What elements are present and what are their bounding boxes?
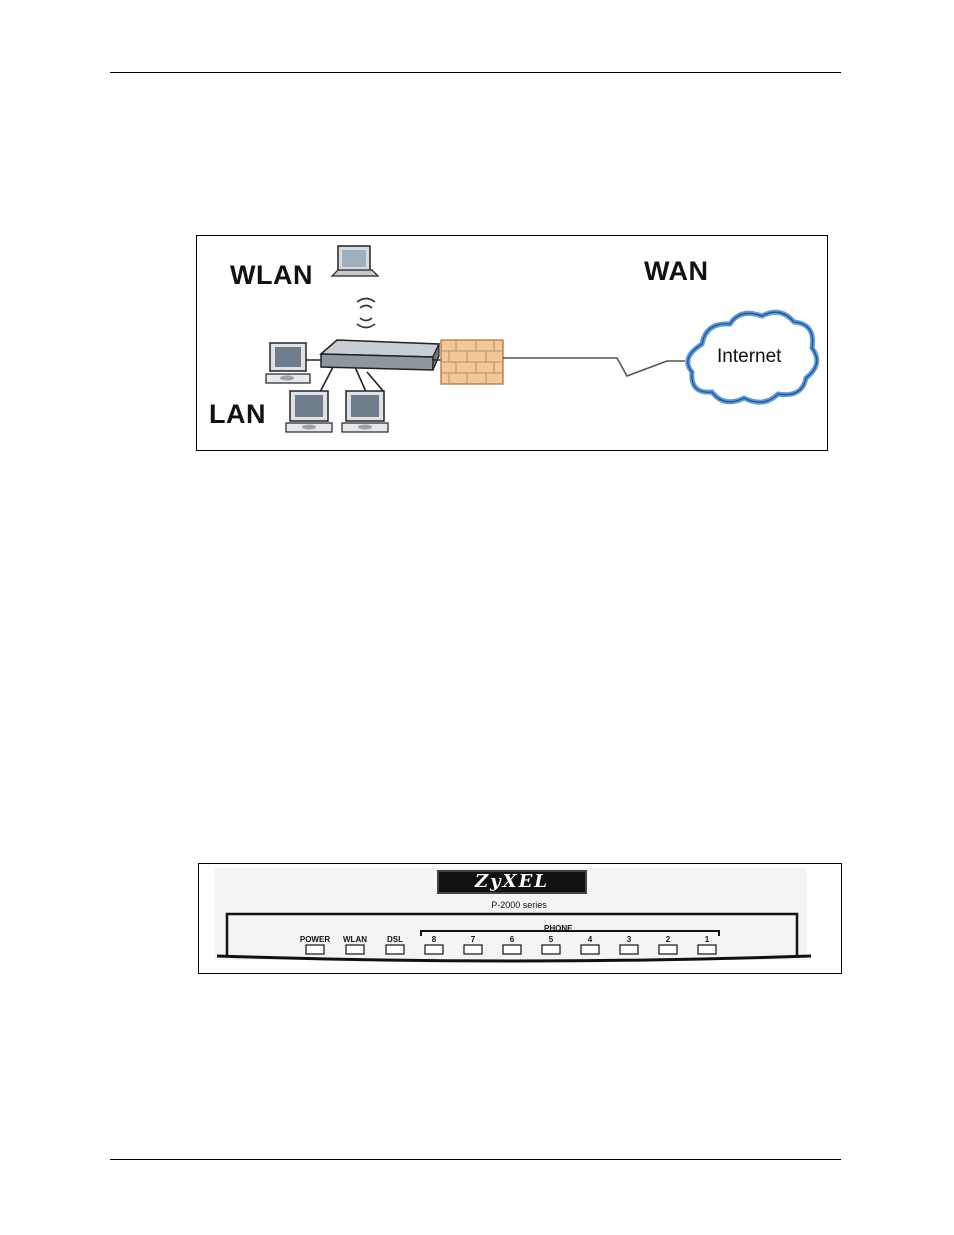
lan-label: LAN: [209, 399, 266, 430]
led-dsl: [386, 945, 404, 954]
wireless-signal-icon: [357, 299, 375, 328]
wan-label: WAN: [644, 256, 709, 287]
wan-link: [503, 358, 685, 376]
model-series-label: P-2000 series: [469, 900, 569, 910]
led-label-6: 6: [490, 935, 534, 944]
led-5: [542, 945, 560, 954]
router-icon: [321, 340, 439, 370]
led-label-3: 3: [607, 935, 651, 944]
zyxel-logo: ZyXEL: [437, 870, 587, 894]
led-2: [659, 945, 677, 954]
led-label-power: POWER: [293, 935, 337, 944]
led-label-4: 4: [568, 935, 612, 944]
laptop-icon: [332, 246, 378, 276]
led-label-1: 1: [685, 935, 729, 944]
firewall-icon: [441, 340, 503, 384]
footer-rule: [110, 1159, 841, 1160]
desktop-pc-icon: [342, 391, 388, 432]
led-label-2: 2: [646, 935, 690, 944]
led-label-8: 8: [412, 935, 456, 944]
led-8: [425, 945, 443, 954]
led-4: [581, 945, 599, 954]
wlan-label: WLAN: [230, 260, 313, 291]
network-diagram: WLAN WAN LAN Internet: [196, 235, 828, 451]
led-label-wlan: WLAN: [333, 935, 377, 944]
led-label-dsl: DSL: [373, 935, 417, 944]
led-wlan: [346, 945, 364, 954]
led-label-7: 7: [451, 935, 495, 944]
led-3: [620, 945, 638, 954]
phone-group-label: PHONE: [544, 924, 572, 933]
led-7: [464, 945, 482, 954]
led-6: [503, 945, 521, 954]
header-rule: [110, 72, 841, 73]
led-label-5: 5: [529, 935, 573, 944]
desktop-pc-icon: [266, 343, 310, 383]
led-power: [306, 945, 324, 954]
desktop-pc-icon: [286, 391, 332, 432]
internet-label: Internet: [717, 346, 781, 368]
led-1: [698, 945, 716, 954]
